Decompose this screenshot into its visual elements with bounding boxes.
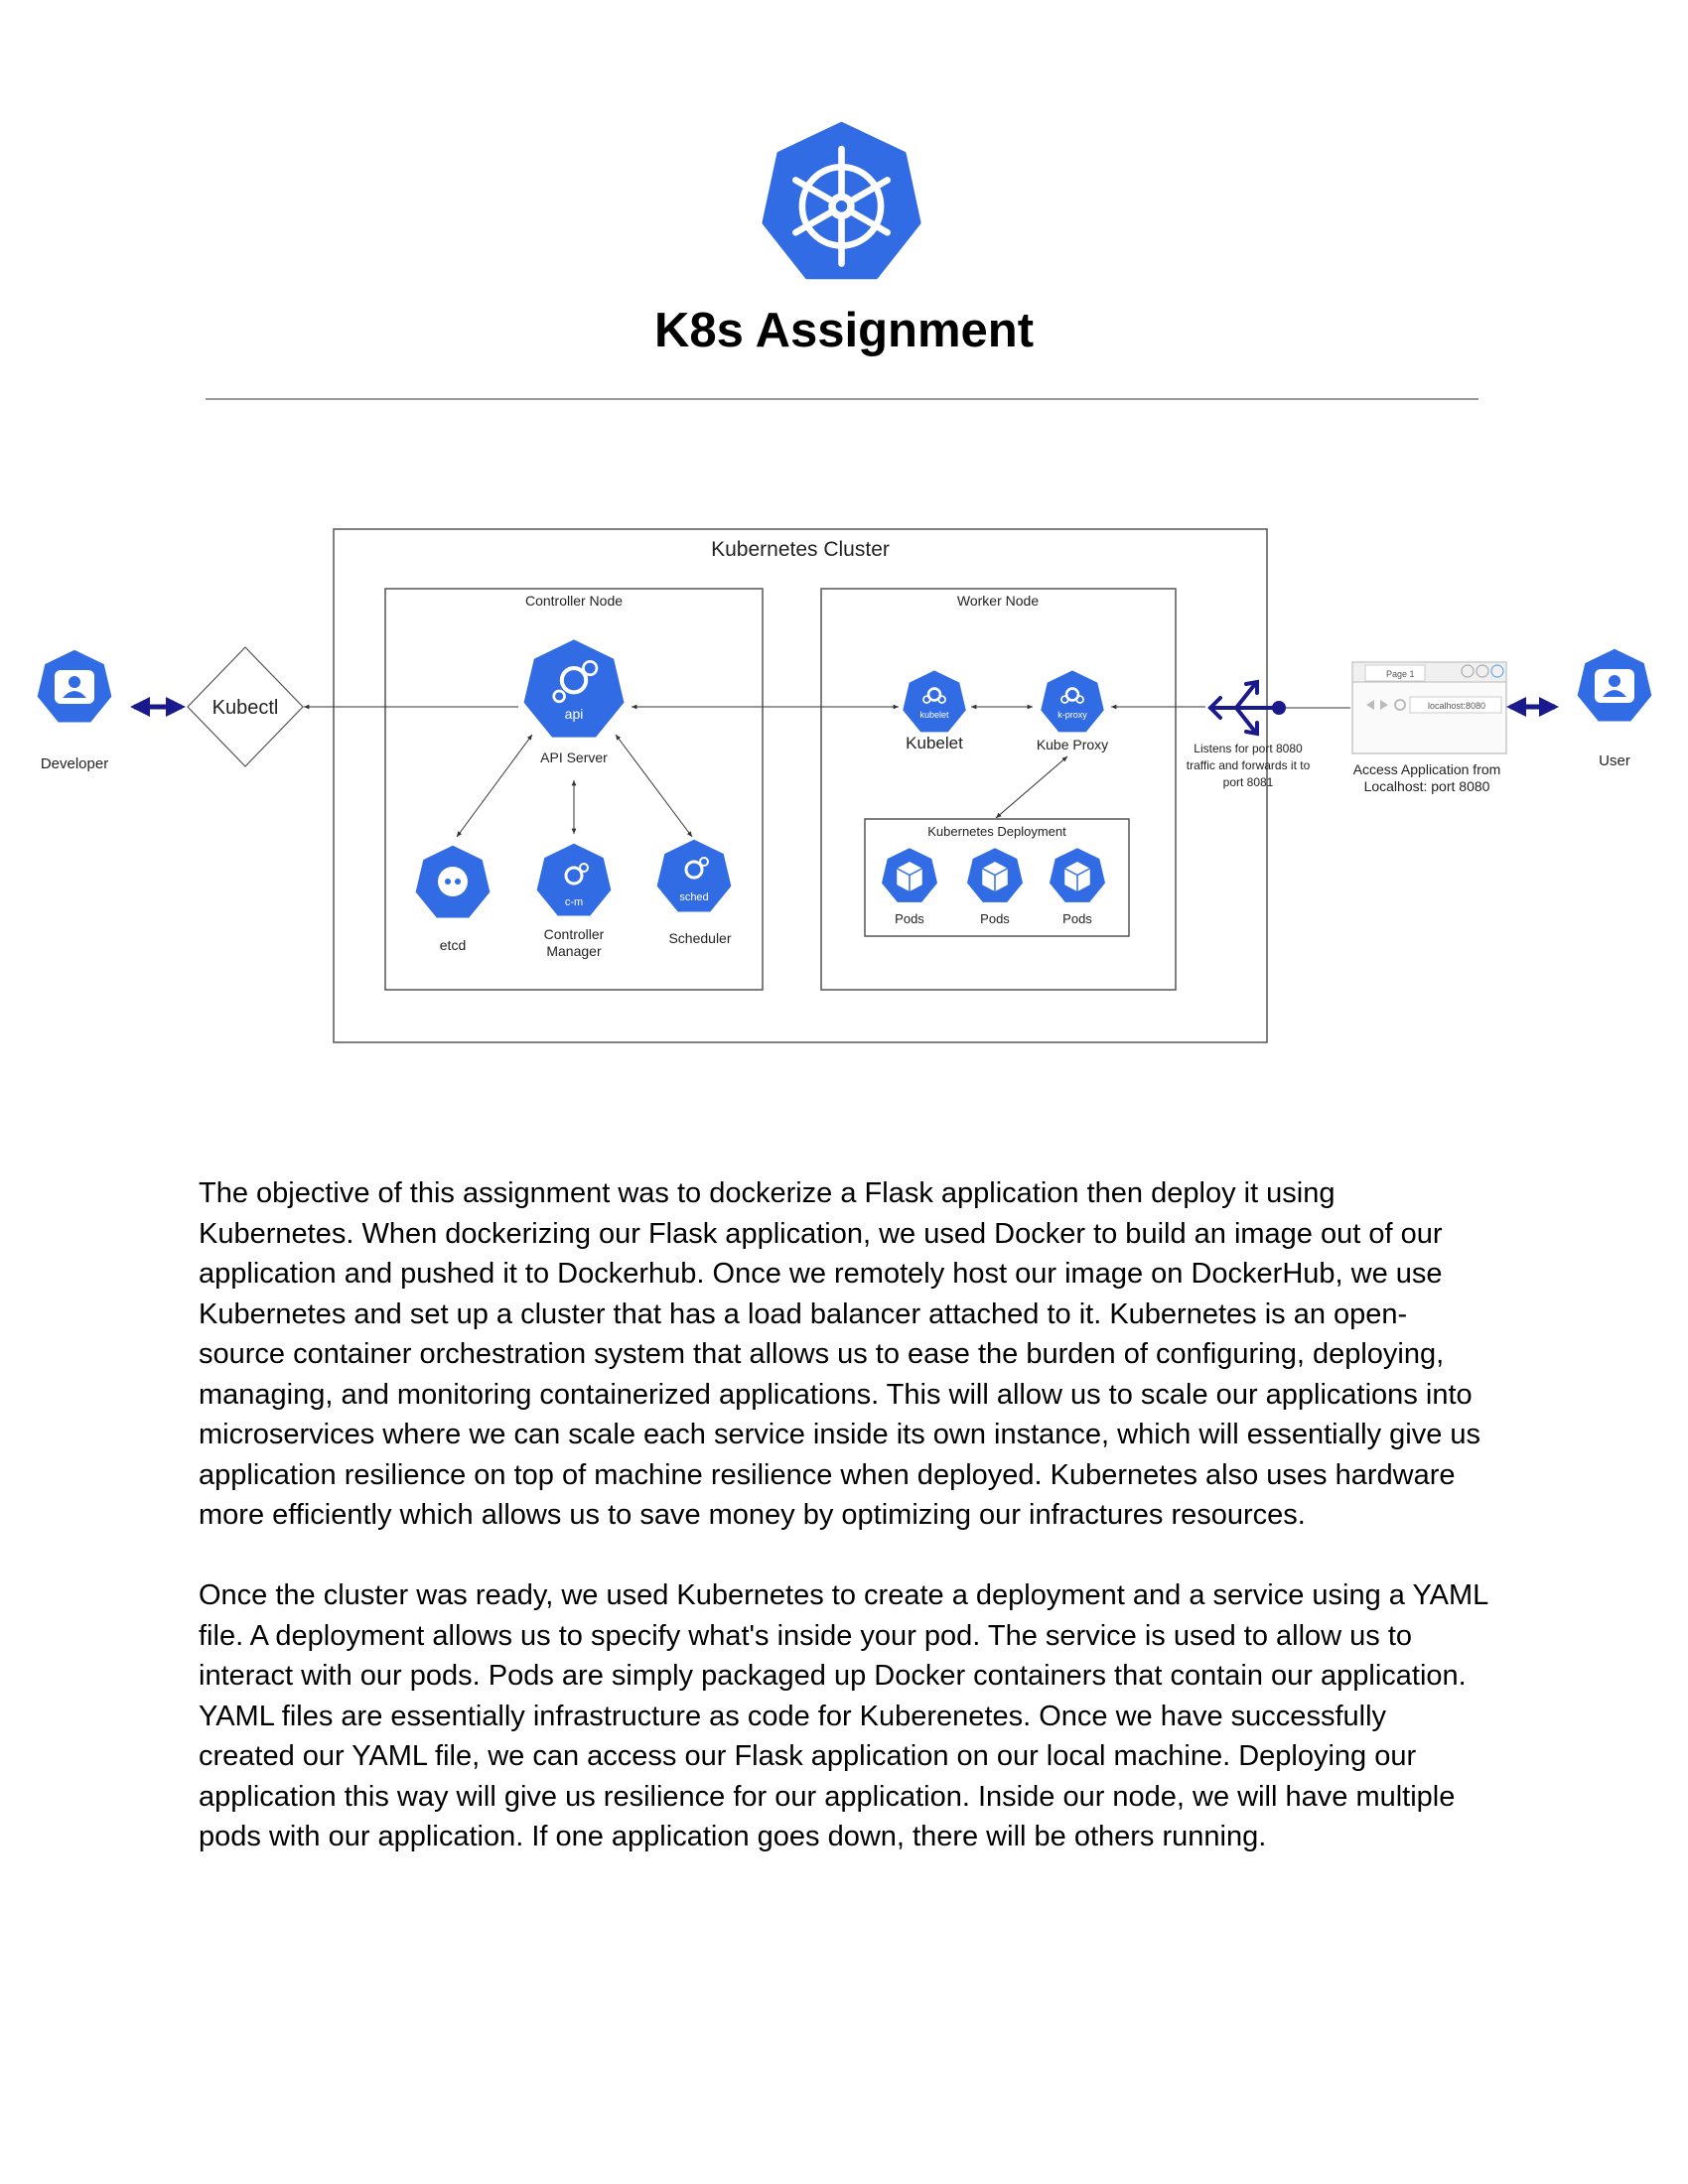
controller-manager-icon <box>533 840 615 919</box>
kubectl-diamond <box>187 646 304 767</box>
kubelet-label: Kubelet <box>906 734 963 752</box>
api-server-label: API Server <box>540 750 608 765</box>
kubernetes-logo-icon <box>762 121 921 280</box>
title-divider <box>206 398 1478 400</box>
paragraph: Once the cluster was ready, we used Kube… <box>199 1579 1488 1852</box>
developer-label: Developer <box>41 755 108 772</box>
kubelet-icon <box>900 667 969 735</box>
api-sched-connector <box>615 734 693 838</box>
kproxy-badge: k-proxy <box>1057 710 1087 720</box>
kube-proxy-icon <box>1038 667 1107 735</box>
pod-icon <box>964 845 1026 905</box>
paragraph: The objective of this assignment was to … <box>199 1177 1481 1531</box>
kproxy-deployment-connector <box>995 755 1068 819</box>
cm-badge: c-m <box>565 896 583 908</box>
controller-manager-label-2: Manager <box>546 943 602 959</box>
controller-node-label: Controller Node <box>525 593 623 609</box>
page-title: K8s Assignment <box>653 304 1035 357</box>
user-label: User <box>1599 752 1630 769</box>
controller-node-box <box>384 588 764 991</box>
listener-label-3: port 8081 <box>1223 775 1274 789</box>
api-badge: api <box>565 706 584 722</box>
deployment-label: Kubernetes Deployment <box>927 824 1066 839</box>
scheduler-icon <box>653 836 735 915</box>
pod-label: Pods <box>895 911 924 926</box>
port-forward-icon <box>1207 679 1279 737</box>
worker-node-label: Worker Node <box>957 593 1039 609</box>
pod-label: Pods <box>1062 911 1092 926</box>
kubectl-label: Kubectl <box>212 697 279 719</box>
api-server-icon <box>521 637 626 740</box>
listener-label-1: Listens for port 8080 <box>1194 742 1303 755</box>
port-forward-dot <box>1272 701 1286 715</box>
cluster-box <box>333 528 1268 1043</box>
developer-icon <box>34 646 115 726</box>
cluster-label: Kubernetes Cluster <box>711 538 890 561</box>
architecture-diagram: Kubernetes Cluster Controller Node Worke… <box>34 528 1655 1043</box>
kube-proxy-label: Kube Proxy <box>1037 737 1108 752</box>
scheduler-label: Scheduler <box>668 930 731 946</box>
etcd-label: etcd <box>440 937 466 953</box>
controller-manager-label-1: Controller <box>544 926 605 942</box>
etcd-icon <box>412 842 493 921</box>
sched-badge: sched <box>679 891 708 903</box>
pod-icon <box>1047 845 1108 905</box>
access-label-1: Access Application from <box>1353 761 1501 777</box>
browser-url-label: localhost:8080 <box>1428 701 1485 711</box>
user-icon <box>1574 645 1655 725</box>
body-text: The objective of this assignment was to … <box>199 1173 1489 1897</box>
worker-node-box <box>820 588 1177 991</box>
listener-label-2: traffic and forwards it to <box>1187 758 1311 772</box>
browser-window-icon <box>1351 661 1507 754</box>
pod-icon <box>879 845 940 905</box>
kubelet-badge: kubelet <box>919 710 949 720</box>
pod-label: Pods <box>980 911 1010 926</box>
browser-tab-label: Page 1 <box>1386 669 1415 679</box>
access-label-2: Localhost: port 8080 <box>1364 778 1490 794</box>
api-etcd-connector <box>456 734 533 838</box>
